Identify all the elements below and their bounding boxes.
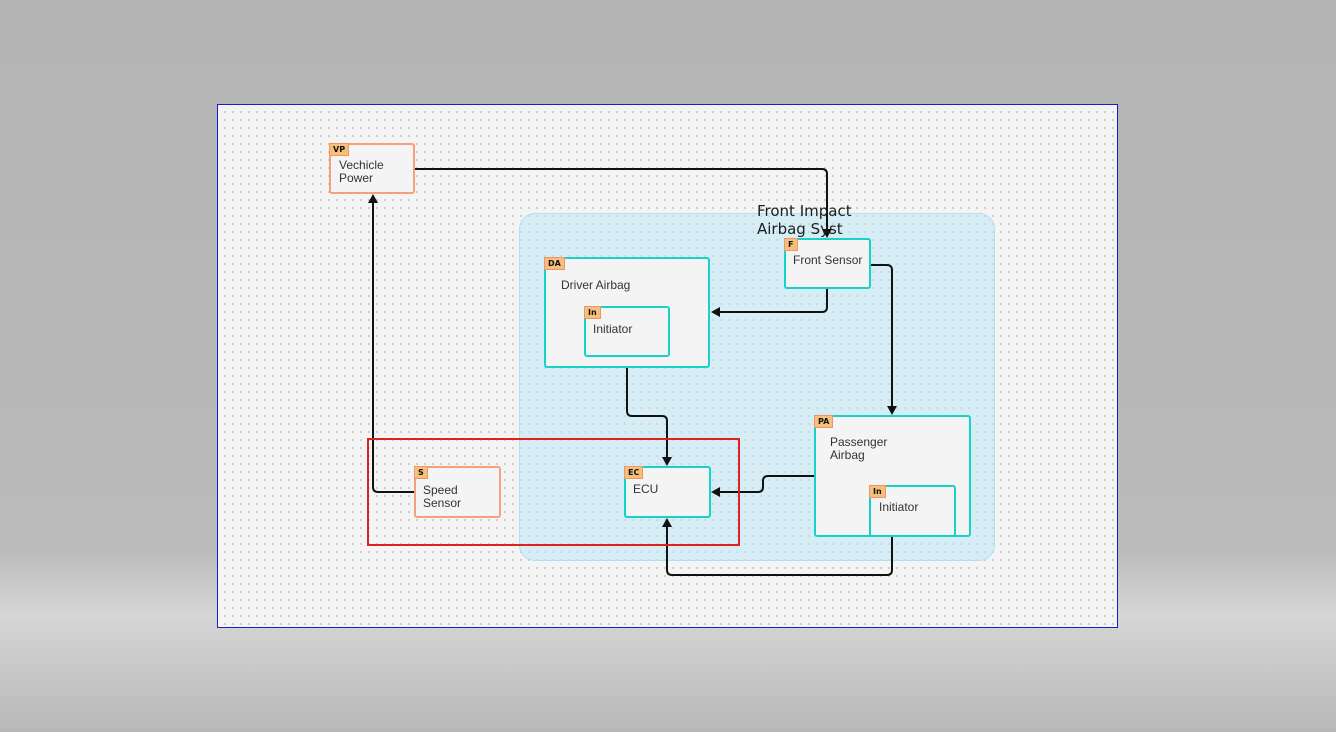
arrowhead — [887, 406, 897, 415]
block-label: Driver Airbag — [561, 278, 631, 292]
group-title: Front Impact Airbag Syst — [757, 202, 852, 238]
block-tag: F — [784, 238, 798, 251]
block-label: Front Sensor — [793, 253, 863, 267]
block-tag: In — [869, 485, 886, 498]
arrowhead — [822, 229, 832, 238]
arrowhead — [711, 307, 720, 317]
connector-speed-sensor-to-vehicle-power[interactable] — [372, 201, 414, 493]
block-tag: PA — [814, 415, 834, 428]
connector-power-to-front-sensor[interactable] — [415, 168, 828, 231]
block-tag: VP — [329, 143, 350, 156]
connector-front-sensor-to-driver-airbag[interactable] — [718, 289, 828, 313]
vehicle-power-block[interactable]: VP Vechicle Power — [329, 143, 415, 194]
speed-sensor-block[interactable]: S Speed Sensor — [414, 466, 501, 518]
front-sensor-block[interactable]: F Front Sensor — [784, 238, 871, 289]
block-tag: In — [584, 306, 601, 319]
arrowhead — [662, 457, 672, 466]
block-label: Vechicle Power — [339, 158, 384, 185]
connector-passenger-airbag-to-ecu[interactable] — [718, 475, 814, 493]
connector-front-sensor-to-passenger-airbag[interactable] — [871, 264, 893, 408]
block-label: Initiator — [593, 322, 633, 336]
block-label: Initiator — [879, 500, 919, 514]
ecu-block[interactable]: EC ECU — [624, 466, 711, 518]
connectors — [368, 168, 897, 576]
arrowhead — [711, 487, 720, 497]
arrowhead — [368, 194, 378, 203]
diagram-canvas[interactable]: VP Vechicle Power DA Driver Airbag In In… — [217, 104, 1118, 628]
selection-rectangle[interactable] — [367, 438, 740, 546]
block-label: Passenger Airbag — [830, 435, 888, 462]
connector-driver-airbag-to-ecu[interactable] — [626, 368, 668, 459]
block-tag: EC — [624, 466, 644, 479]
arrowhead — [662, 518, 672, 527]
block-tag: DA — [544, 257, 565, 270]
connector-passenger-initiator-to-ecu[interactable] — [666, 525, 893, 576]
passenger-initiator-block[interactable]: In Initiator — [869, 485, 956, 537]
block-label: Speed Sensor — [423, 483, 462, 510]
block-label: ECU — [633, 482, 659, 496]
driver-initiator-block[interactable]: In Initiator — [584, 306, 670, 357]
block-tag: S — [414, 466, 428, 479]
